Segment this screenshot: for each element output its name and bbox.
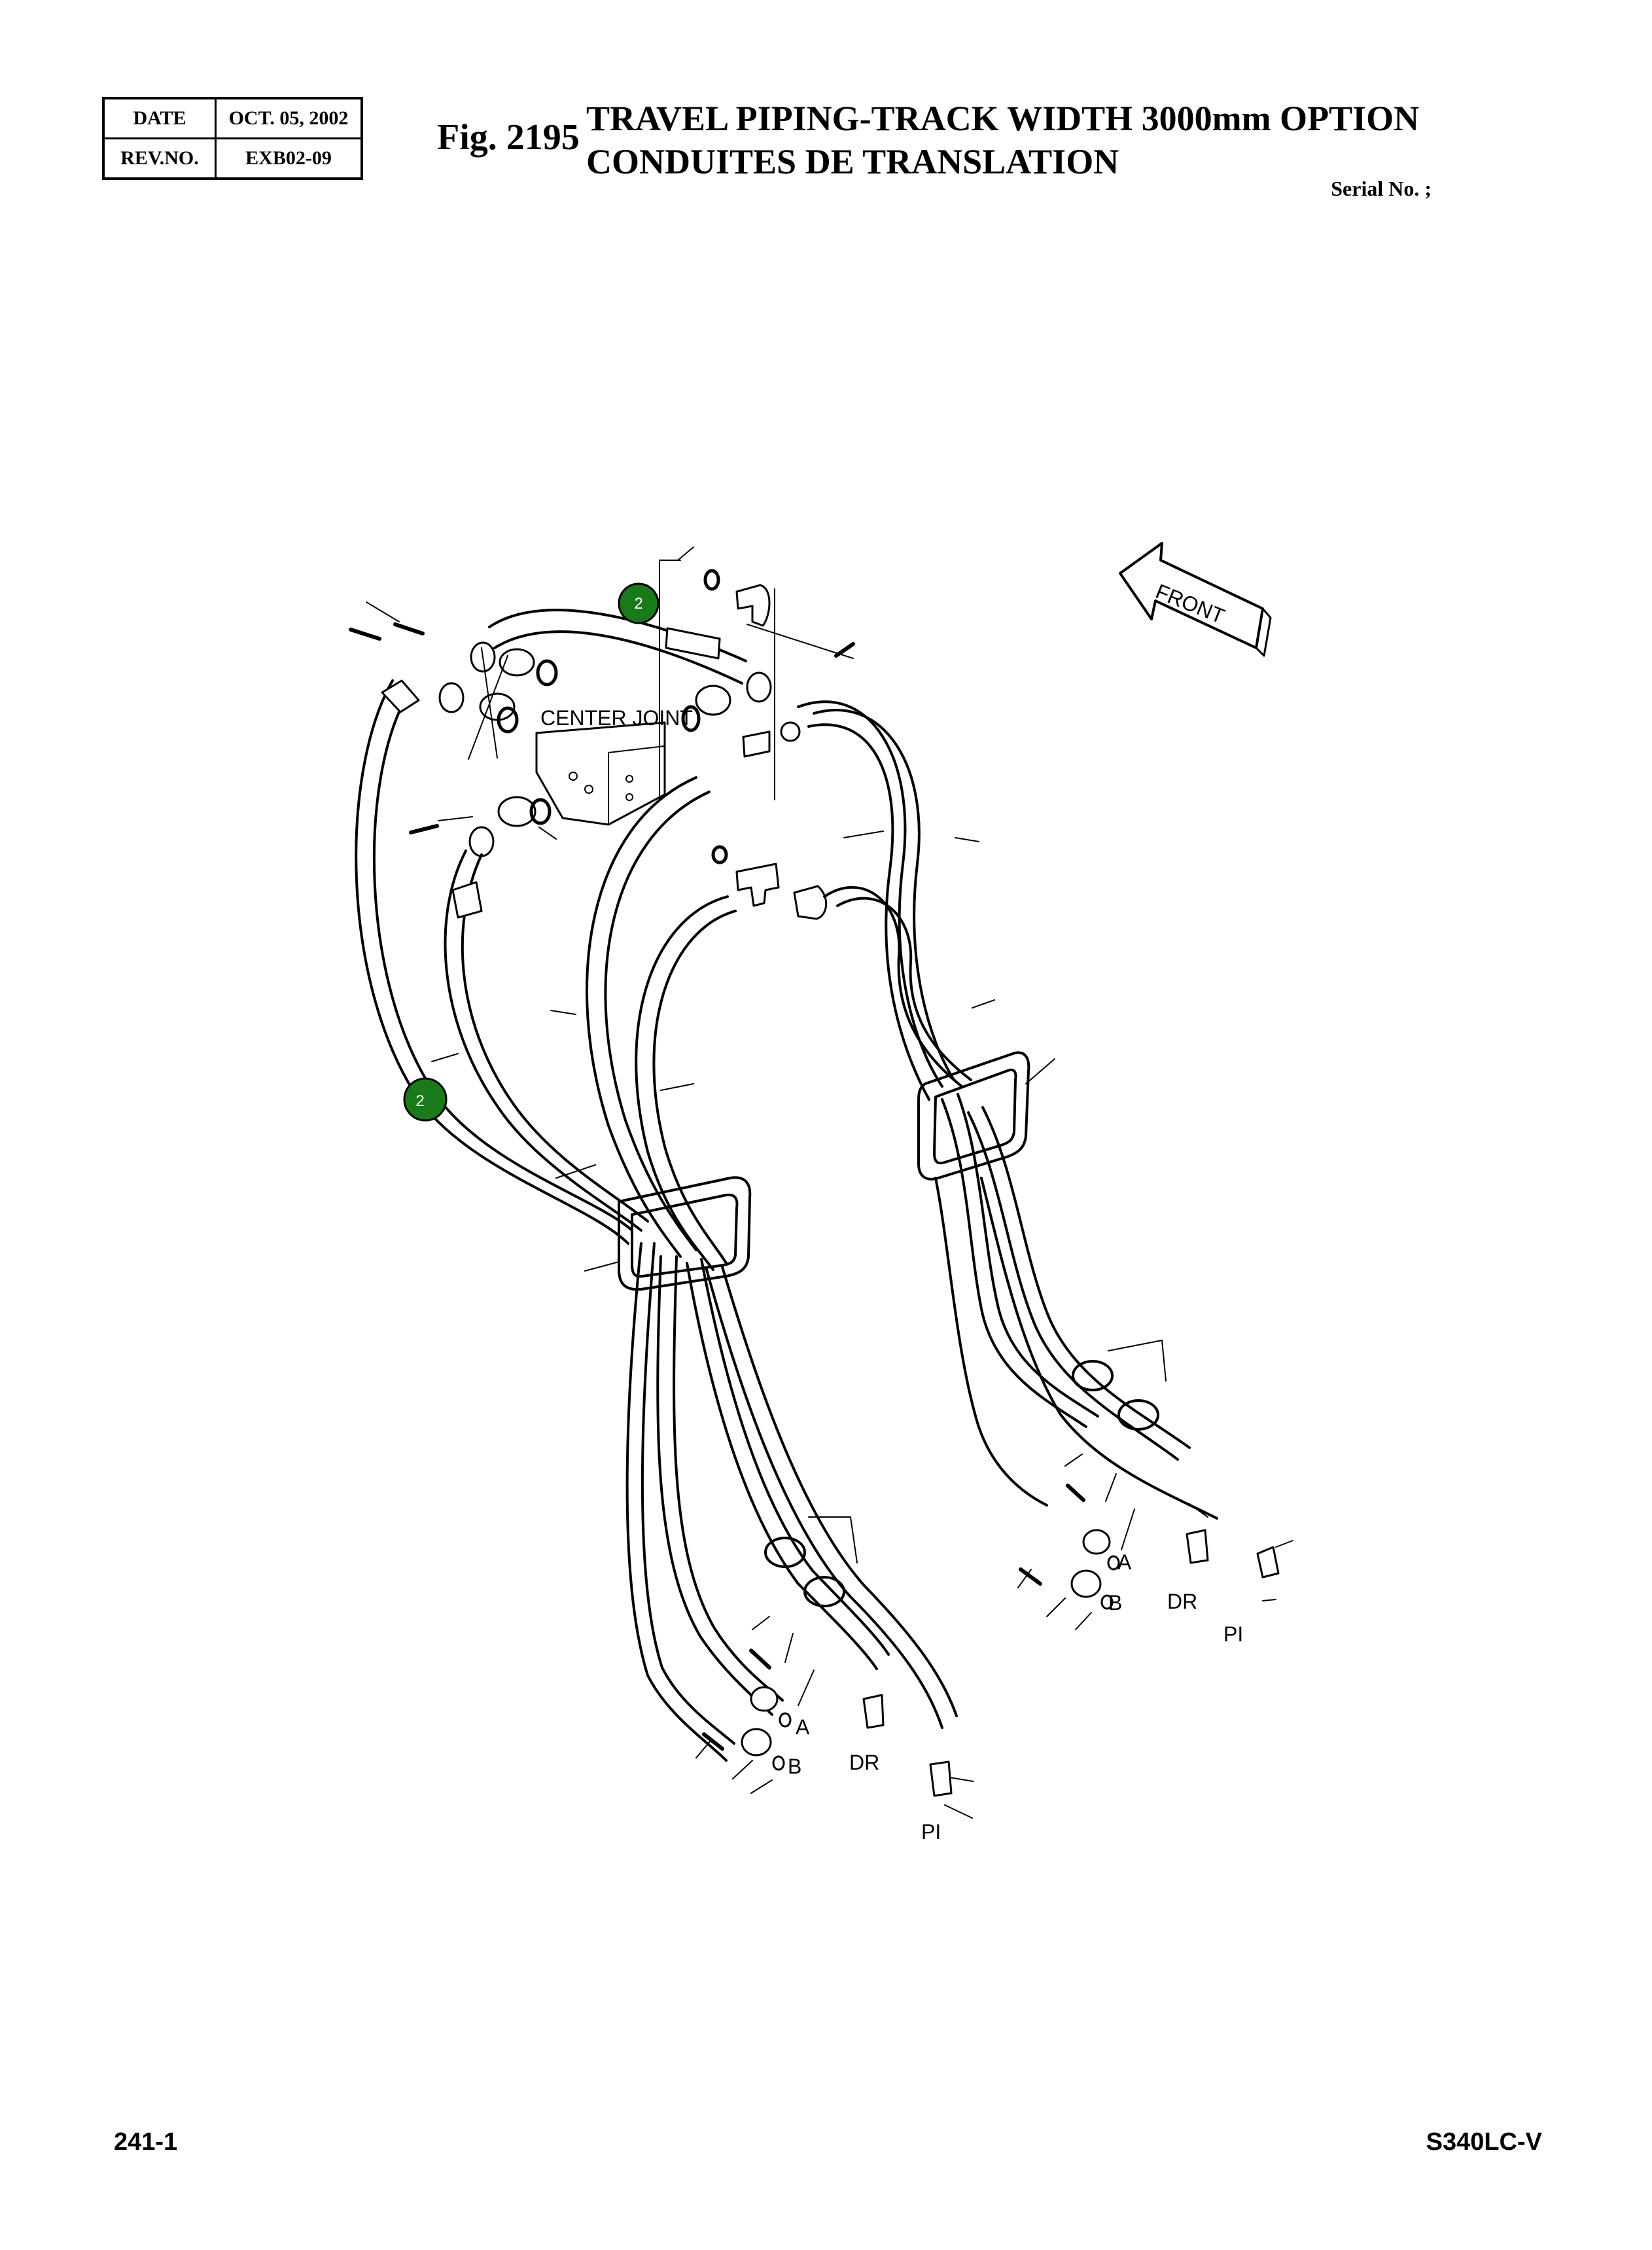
tee-fittings (711, 730, 828, 920)
port-labels-left: A B DR PI (788, 1715, 941, 1844)
lower-left-flange (468, 796, 552, 857)
hose-bundle-left (355, 679, 737, 1271)
center-joint-label: CENTER JOINT (540, 706, 693, 730)
revision-table: DATE OCT. 05, 2002 REV.NO. EXB02-09 (102, 97, 363, 180)
port-label-a-left: A (796, 1715, 810, 1739)
figure-title-line1: TRAVEL PIPING-TRACK WIDTH 3000mm OPTION (586, 99, 1420, 138)
port-label-b-left: B (788, 1755, 801, 1778)
figure-title: TRAVEL PIPING-TRACK WIDTH 3000mm OPTION … (586, 97, 1419, 183)
port-label-dr-left: DR (849, 1751, 879, 1774)
port-label-b-right: B (1108, 1591, 1122, 1615)
page-number: 241-1 (114, 2128, 178, 2156)
model-number: S340LC-V (1426, 2128, 1542, 2156)
port-label-dr-right: DR (1167, 1590, 1197, 1613)
badge-text-left: 2 (415, 1092, 424, 1110)
lower-right-ports (1019, 1484, 1280, 1610)
port-label-pi-left: PI (921, 1820, 941, 1844)
leader-lines (366, 546, 1293, 1819)
hose-clamp-left (618, 1176, 752, 1291)
callout-badge-left: 2 (403, 1077, 448, 1122)
port-labels-right: A B DR PI (1108, 1550, 1243, 1646)
hose-bundle-lower-left (625, 1242, 958, 1762)
top-hose (488, 609, 747, 685)
callout-badge-top: 2 (618, 582, 659, 624)
date-label: DATE (102, 97, 217, 139)
badge-text-top: 2 (634, 595, 642, 613)
date-value: OCT. 05, 2002 (215, 97, 363, 139)
elbow-fitting-top (703, 569, 771, 627)
rev-label: REV.NO. (102, 137, 217, 180)
center-joint-block: CENTER JOINT (535, 706, 693, 826)
hose-clamp-right (917, 1051, 1030, 1181)
lower-left-ports (702, 1649, 953, 1797)
rev-value: EXB02-09 (215, 137, 363, 180)
figure-number: Fig. 2195 (437, 117, 580, 158)
small-clamps (764, 1360, 1159, 1607)
hose-bundle-right (797, 700, 1218, 1520)
port-label-pi-right: PI (1223, 1622, 1243, 1646)
serial-number: Serial No. ; (1331, 177, 1432, 200)
front-arrow: FRONT (1119, 542, 1272, 657)
port-label-a-right: A (1117, 1550, 1132, 1574)
upper-right-flange (681, 642, 855, 742)
figure-title-line2: CONDUITES DE TRANSLATION (586, 142, 1119, 181)
